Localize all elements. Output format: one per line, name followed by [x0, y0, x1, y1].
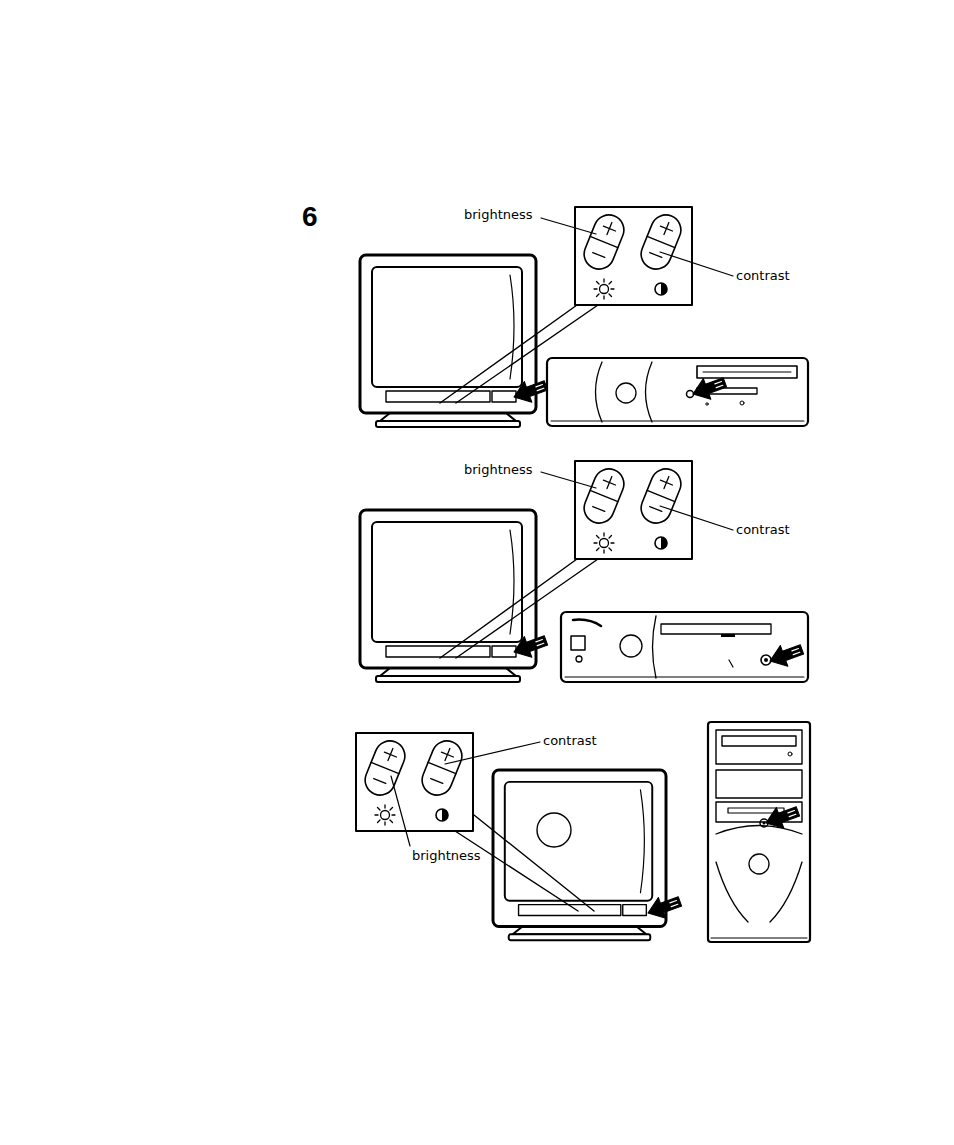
computer-figure	[547, 358, 808, 426]
control-panel	[356, 733, 473, 831]
monitor-figure	[493, 770, 666, 940]
step-number: 6	[302, 202, 318, 232]
part-label: brightness	[464, 207, 533, 223]
computer-figure	[561, 612, 808, 682]
leader-line	[541, 218, 596, 234]
computer-figure	[708, 722, 810, 942]
part-label: brightness	[412, 848, 481, 864]
leader-line	[541, 472, 596, 488]
leader-line	[660, 252, 733, 276]
leader-line	[660, 506, 733, 530]
part-label: contrast	[543, 733, 597, 749]
power-arrow	[510, 630, 549, 662]
part-label: contrast	[736, 522, 790, 538]
monitor-figure	[360, 255, 536, 427]
callout-line	[440, 559, 577, 658]
callout-line	[474, 815, 594, 911]
part-label: brightness	[464, 462, 533, 478]
power-arrow	[762, 801, 801, 833]
leader-line	[445, 742, 540, 764]
part-label: contrast	[736, 268, 790, 284]
callout-line	[452, 829, 578, 911]
control-panel	[575, 461, 692, 559]
power-arrow	[766, 639, 805, 671]
leader-line	[391, 776, 410, 846]
monitor-figure	[360, 510, 536, 682]
power-arrow	[644, 891, 683, 923]
power-arrow	[689, 372, 728, 404]
power-arrow	[510, 375, 549, 407]
control-panel	[575, 207, 692, 305]
